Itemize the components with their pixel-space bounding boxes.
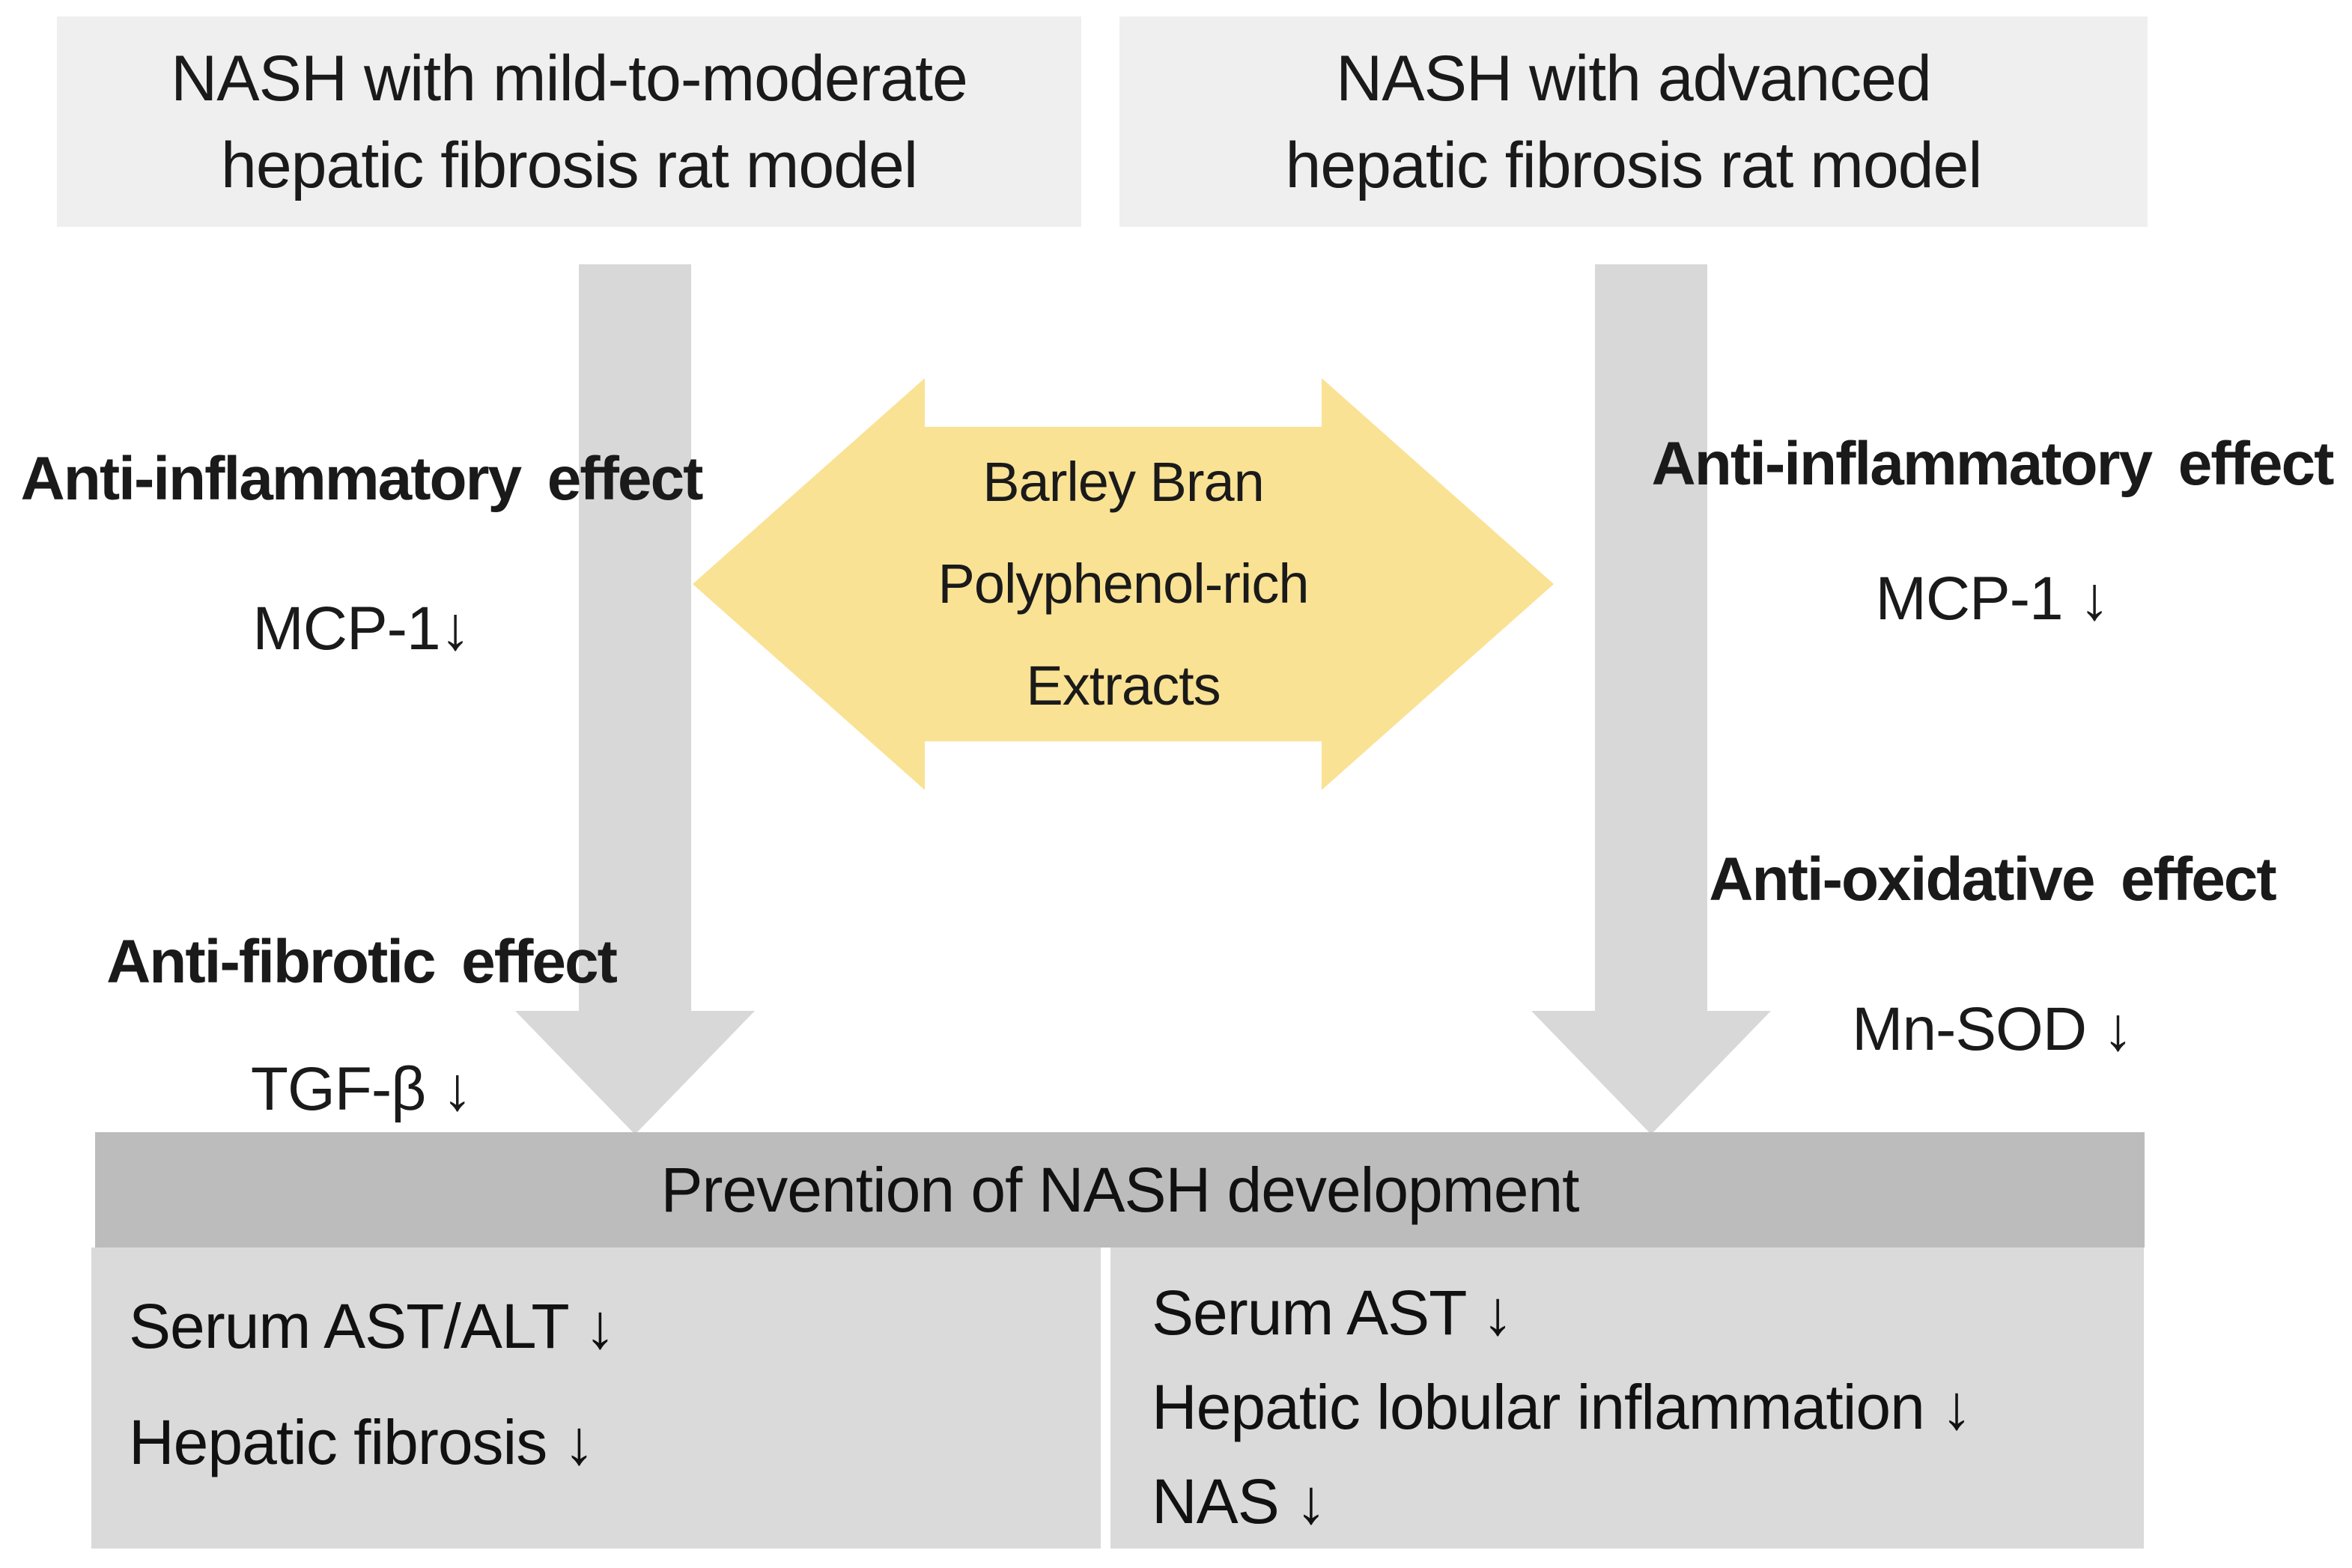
outcome-right-line1: Serum AST ↓ — [1152, 1277, 1513, 1348]
left-anti-inflammatory-heading: Anti-inflammatory effect — [20, 445, 704, 513]
extract-label-line2: Polyphenol-rich — [938, 553, 1309, 615]
outcome-right-line3: NAS ↓ — [1152, 1466, 1327, 1537]
right-mcp1-item: MCP-1 ↓ — [1875, 565, 2110, 633]
left-mcp1-item: MCP-1↓ — [252, 595, 470, 663]
left-anti-fibrotic-heading: Anti-fibrotic effect — [106, 928, 618, 996]
model-box-left-line1: NASH with mild-to-moderate — [171, 42, 968, 115]
extract-label-line1: Barley Bran — [982, 451, 1265, 513]
prevention-header-text: Prevention of NASH development — [660, 1154, 1579, 1225]
model-box-right-line1: NASH with advanced — [1336, 42, 1932, 115]
double-arrow-shape — [693, 378, 1554, 790]
right-anti-oxidative-heading: Anti-oxidative effect — [1709, 845, 2276, 914]
extract-label: Barley Bran Polyphenol-rich Extracts — [693, 378, 1554, 790]
model-box-right-line2: hepatic fibrosis rat model — [1285, 129, 1983, 201]
prevention-header-bar: Prevention of NASH development — [95, 1132, 2145, 1248]
model-box-mild-to-moderate: NASH with mild-to-moderate hepatic fibro… — [57, 16, 1081, 227]
extract-label-line3: Extracts — [1026, 654, 1221, 717]
down-arrow-right-icon — [1531, 264, 1771, 1134]
outcome-left-line2: Hepatic fibrosis ↓ — [129, 1407, 595, 1477]
outcome-box-right: Serum AST ↓ Hepatic lobular inflammation… — [1110, 1248, 2144, 1549]
left-tgf-beta-item: TGF-β ↓ — [250, 1055, 472, 1123]
outcome-right-line2: Hepatic lobular inflammation ↓ — [1152, 1372, 1972, 1442]
outcome-box-left: Serum AST/ALT ↓ Hepatic fibrosis ↓ — [91, 1248, 1101, 1549]
outcome-left-line1: Serum AST/ALT ↓ — [129, 1291, 616, 1361]
down-arrow-right-shape — [1531, 264, 1771, 1134]
model-box-advanced: NASH with advanced hepatic fibrosis rat … — [1119, 16, 2148, 227]
right-anti-inflammatory-heading: Anti-inflammatory effect — [1651, 430, 2335, 498]
double-arrow-icon — [693, 378, 1554, 790]
model-box-left-line2: hepatic fibrosis rat model — [221, 129, 918, 201]
right-mn-sod-item: Mn-SOD ↓ — [1852, 995, 2133, 1063]
down-arrow-left-shape — [515, 264, 755, 1134]
down-arrow-left-icon — [515, 264, 755, 1134]
